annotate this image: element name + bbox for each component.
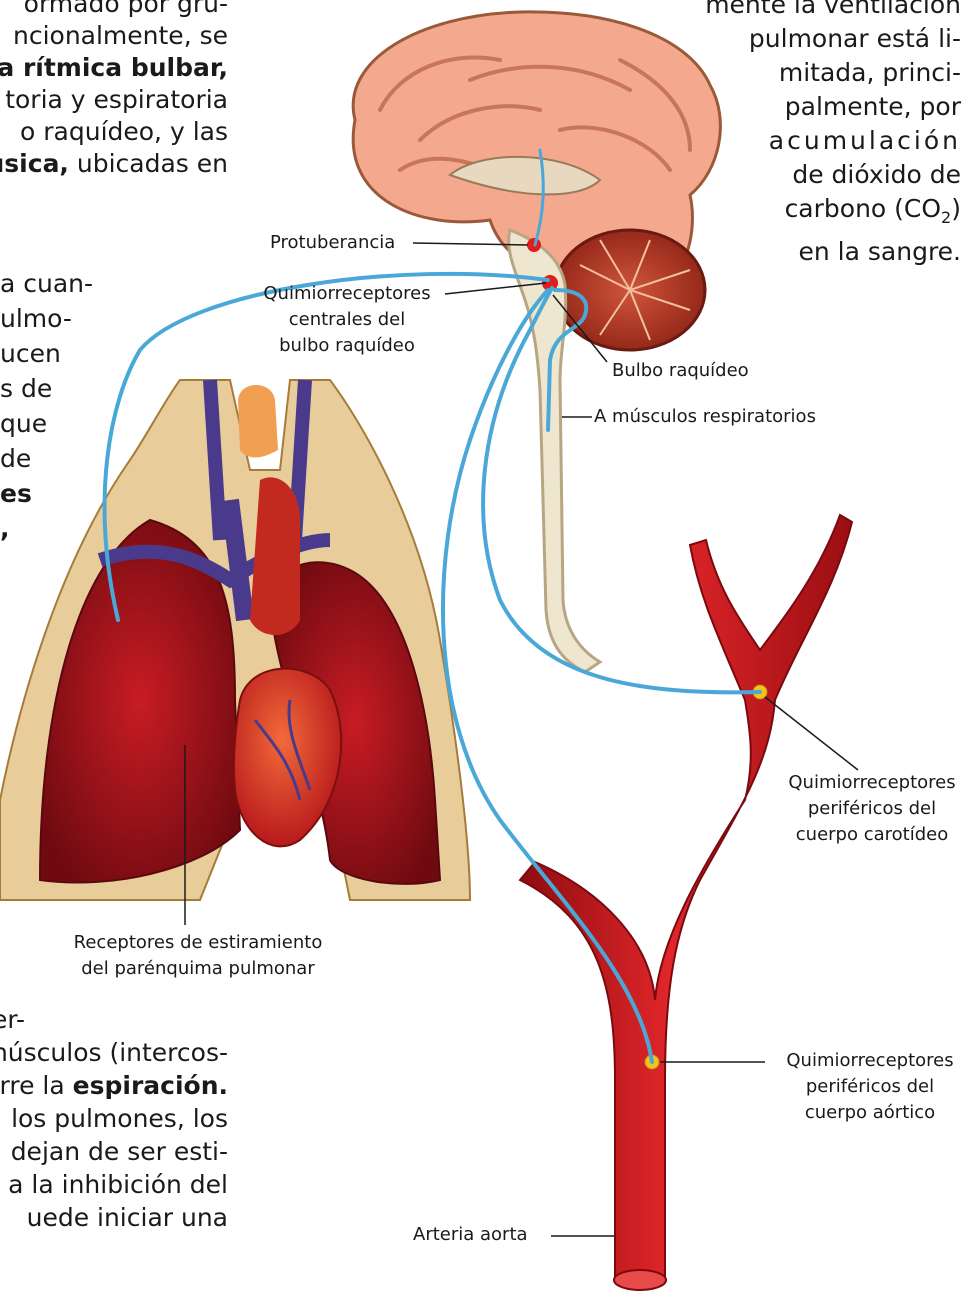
text-line: acumulación	[705, 124, 961, 158]
text-line: rre la espiración.	[0, 1069, 228, 1102]
text-line: ucen	[0, 336, 93, 371]
text-line: dejan de ser esti-	[0, 1135, 228, 1168]
text-line: ea rítmica bulbar,	[0, 52, 228, 84]
label-musculos: A músculos respiratorios	[594, 404, 816, 430]
text-line: núsculos (intercos-	[0, 1036, 228, 1069]
text-line: los pulmones, los	[0, 1102, 228, 1135]
text-line: palmente, por	[705, 90, 961, 124]
left-text-bottom: er- núsculos (intercos- rre la espiració…	[0, 1003, 228, 1234]
text-line: s de	[0, 371, 93, 406]
right-text: mente la ventilación pulmonar está li- m…	[705, 0, 961, 269]
label-arteria: Arteria aorta	[413, 1222, 528, 1248]
text-line: ulmo-	[0, 301, 93, 336]
text-line: en la sangre.	[705, 235, 961, 269]
text-line: de dióxido de	[705, 158, 961, 192]
left-text-top: ormado por gru- ncionalmente, se ea rítm…	[0, 0, 228, 180]
text-line: mente la ventilación	[705, 0, 961, 22]
label-protuberancia: Protuberancia	[270, 230, 395, 256]
text-line: ncionalmente, se	[0, 20, 228, 52]
text-line: de	[0, 441, 93, 476]
label-aortico: Quimiorreceptores periféricos del cuerpo…	[770, 1048, 970, 1126]
text-line: o raquídeo, y las	[0, 116, 228, 148]
label-carotideo: Quimiorreceptores periféricos del cuerpo…	[772, 770, 972, 848]
left-text-middle: a cuan- ulmo- ucen s de que de es ,	[0, 266, 93, 546]
label-bulbo: Bulbo raquídeo	[612, 358, 749, 384]
text-line: uede iniciar una	[0, 1201, 228, 1234]
label-quimio-centrales: Quimiorreceptores centrales del bulbo ra…	[252, 281, 442, 359]
text-line: que	[0, 406, 93, 441]
text-line: a cuan-	[0, 266, 93, 301]
text-line: pulmonar está li-	[705, 22, 961, 56]
text-line: ,	[0, 511, 93, 546]
text-line: carbono (CO2)	[705, 192, 961, 235]
leader-carotideo	[765, 697, 858, 770]
text-line: a la inhibición del	[0, 1168, 228, 1201]
text-line: usica, ubicadas en	[0, 148, 228, 180]
text-line: ormado por gru-	[0, 0, 228, 20]
text-line: es	[0, 476, 93, 511]
text-line: er-	[0, 1003, 228, 1036]
text-line: toria y espiratoria	[0, 84, 228, 116]
label-receptores: Receptores de estiramiento del parénquim…	[48, 930, 348, 982]
text-line: mitada, princi-	[705, 56, 961, 90]
